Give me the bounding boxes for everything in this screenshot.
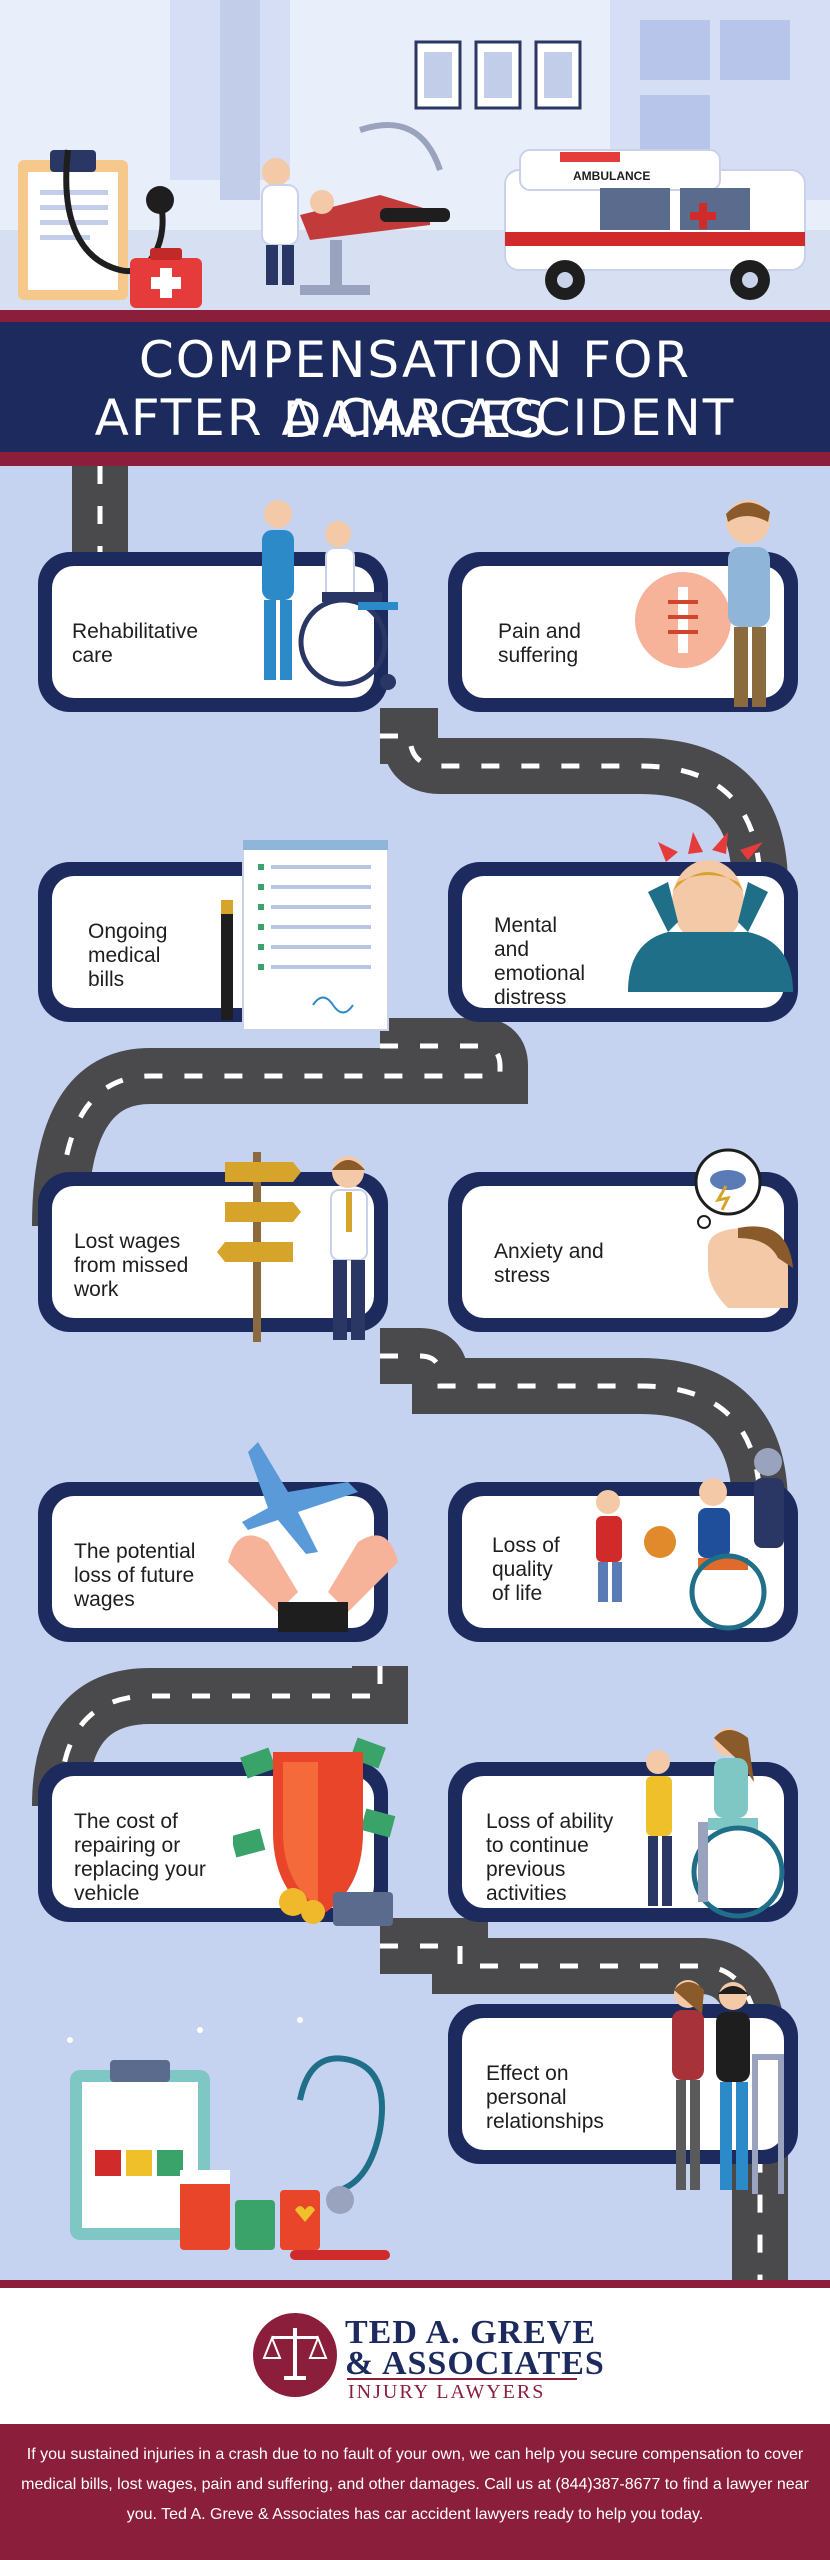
medical-bill-icon (221, 840, 389, 1031)
window-frames (414, 40, 582, 110)
storm-thought-icon (694, 1148, 793, 1308)
card-label: Rehabilitative care (72, 620, 199, 667)
distress-icon (628, 832, 793, 992)
back-pain-icon (635, 500, 770, 707)
page-title-line-1: COMPENSATION FOR DAMAGES (138, 331, 692, 449)
footer-description: If you sustained injuries in a crash due… (21, 2446, 809, 2523)
card-label: The cost of repairing or replacing your … (74, 1810, 206, 1905)
card-loss-of-ability: Loss of ability to continue previous act… (448, 1728, 798, 1922)
card-label: Mental and emotional distress (494, 914, 586, 1009)
card-loss-of-quality-of-life: Loss of quality of life (448, 1448, 798, 1642)
wheelchair-nurse-icon (262, 500, 398, 690)
card-label: Ongoing medical bills (88, 920, 168, 991)
doctor-treating-patient-icon (261, 122, 450, 295)
card-future-wages: The potential loss of future wages (38, 1442, 398, 1642)
signpost-worker-icon (217, 1152, 368, 1342)
scales-of-justice-logo-icon (253, 2313, 337, 2397)
banner-top-stripe (0, 310, 830, 322)
first-aid-kit-icon (130, 248, 202, 308)
card-label: Loss of ability to continue previous act… (486, 1810, 614, 1905)
card-mental-emotional-distress: Mental and emotional distress (448, 832, 798, 1022)
card-label: Anxiety and stress (494, 1240, 604, 1287)
firm-name-line-1: TED A. GREVE (345, 2314, 596, 2351)
card-effect-on-relationships: Effect on personal relationships (448, 1980, 798, 2194)
medical-supplies-illustration (67, 2017, 390, 2260)
logo-divider (347, 2378, 577, 2380)
ambulance-label: AMBULANCE (573, 169, 650, 183)
card-lost-wages: Lost wages from missed work (38, 1152, 388, 1342)
firm-name-line-2: & ASSOCIATES (345, 2345, 605, 2382)
footer-logo-area (0, 2288, 830, 2424)
ambulance-icon: AMBULANCE (504, 149, 806, 300)
card-pain-and-suffering: Pain and suffering (448, 500, 798, 712)
title-banner (0, 322, 830, 452)
footer-banner (0, 2424, 830, 2560)
wheelchair-child-icon (596, 1448, 784, 1631)
banner-bottom-stripe (0, 452, 830, 466)
card-ongoing-medical-bills: Ongoing medical bills (38, 840, 389, 1031)
card-label: Loss of quality of life (492, 1534, 560, 1605)
card-rehabilitative-care: Rehabilitative care (38, 500, 398, 712)
footer-top-stripe (0, 2280, 830, 2288)
shield-money-icon (233, 1737, 396, 1926)
card-label: Pain and suffering (498, 620, 581, 667)
card-label: Effect on personal relationships (486, 2062, 604, 2133)
firm-subtitle: INJURY LAWYERS (348, 2381, 546, 2403)
stethoscope-icon (63, 149, 166, 275)
page-title-line-2: AFTER A CAR ACCIDENT (94, 389, 736, 447)
wheelchair-caregiver-icon (646, 1728, 785, 1919)
card-label: Lost wages from missed work (74, 1230, 189, 1301)
card-label: The potential loss of future wages (74, 1540, 196, 1611)
hero-illustration: AMBULANCE (0, 0, 830, 310)
card-vehicle-cost: The cost of repairing or replacing your … (38, 1737, 396, 1926)
card-anxiety-and-stress: Anxiety and stress (448, 1148, 798, 1332)
hands-airplane-icon (228, 1442, 398, 1632)
hospital-scene: AMBULANCE (0, 0, 830, 310)
couple-walker-icon (672, 1980, 784, 2194)
